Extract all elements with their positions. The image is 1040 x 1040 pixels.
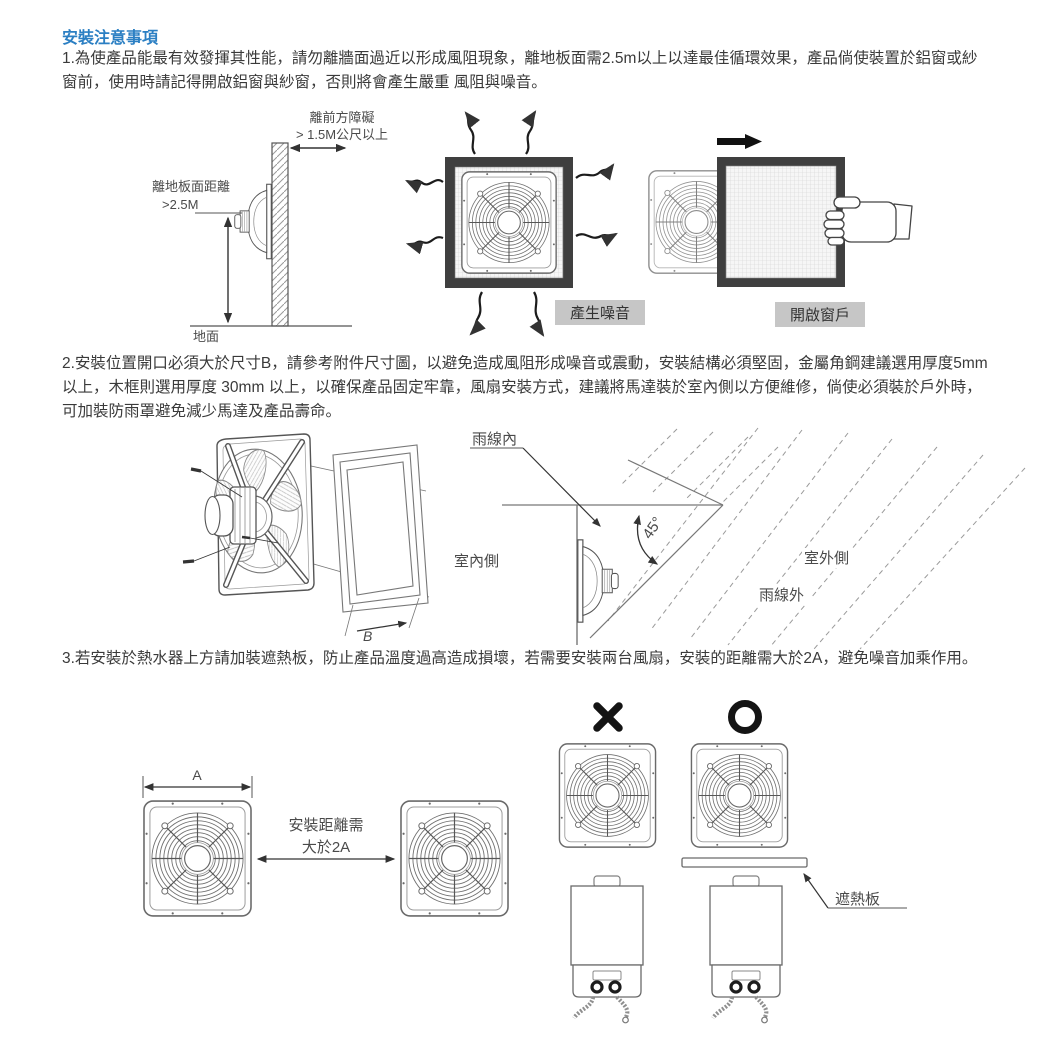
correct-mark-icon [728,700,762,734]
fan-side-icon [234,183,272,260]
row1-clearance-diagram: 離前方障礙 > 1.5M公尺以上 離地板面距離 >2.5M 地面 [152,110,913,344]
floor-distance-label-2: >2.5M [162,197,199,212]
angle-arc [633,514,659,565]
water-heater-icon [710,876,782,1023]
front-obstacle-label-2: > 1.5M公尺以上 [296,127,388,142]
air-turbulence-arrows [405,110,618,337]
noise-caption-bg [555,300,645,325]
fan-front-icon [558,743,657,848]
indoor-side-label: 室內側 [454,553,499,570]
floor-distance-label-1: 離地板面距離 [152,179,230,194]
rain-dashes [607,427,1026,650]
closed-window-fan: 產生噪音 [405,110,645,337]
hand-icon [823,196,913,246]
wrong-mark-icon [593,702,623,732]
fan-front-icon [400,800,509,917]
spacing-label-1: 安裝距離需 [288,816,363,834]
fan-front-icon [461,171,557,274]
paragraph-2: 2.安裝位置開口必須大於尺寸B，請參考附件尺寸圖，以避免造成風阻形成噪音或震動，… [62,355,988,420]
exploded-fan-and-frame: B [182,433,430,644]
paragraph-1: 1.為使產品能最有效發揮其性能，請勿離牆面過近以形成風阻現象，離地板面需2.5m… [62,50,978,91]
open-window-fan: 開啟窗戶 [648,134,913,327]
angle-label: 45° [639,514,666,542]
row3-spacing-diagram: A 安裝距離需 大於2A [142,767,509,917]
wall-hatched [271,142,289,327]
fan-front-icon [143,800,252,917]
screw-leaders [182,467,279,564]
heat-shield-leader-arrow [803,873,829,909]
wall-opening-frame [332,444,429,613]
water-heater-icon [571,876,643,1023]
front-obstacle-label-1: 離前方障礙 [309,110,374,125]
spacing-label-2: 大於2A [302,839,350,856]
fan-side-icon [577,539,619,623]
heat-shield-label: 遮熱板 [835,890,880,908]
outdoor-side-label: 室外側 [804,550,849,567]
slide-right-arrow [717,134,762,149]
open-window-caption: 開啟窗戶 [790,306,850,324]
rain-line-outside-label: 雨線外 [759,587,804,604]
wall-side-view: 離前方障礙 > 1.5M公尺以上 離地板面距離 >2.5M 地面 [152,110,388,344]
noise-caption: 產生噪音 [570,305,630,322]
fan-front-icon [690,743,789,848]
page-title: 安裝注意事項 [62,30,159,47]
fan-plate [182,433,315,596]
paragraph-3: 3.若安裝於熱水器上方請加裝遮熱板，防止產品溫度過高造成損壞，若需要安裝兩台風扇… [62,650,978,667]
motor [204,486,257,545]
heat-shield-plate [681,857,808,868]
dim-a-label: A [192,767,202,783]
row2-mounting-diagram: B 雨線內 [182,427,1026,650]
dim-b-label: B [363,628,372,644]
rain-line-inside-label: 雨線內 [472,431,517,448]
dim-b-arrow [356,620,408,632]
open-window-caption-bg [775,302,865,327]
ground-label: 地面 [193,329,219,344]
rain-line-diagram: 雨線內 45° 室內側 室外側 雨線外 [452,427,1026,650]
row3-heater-diagram: 遮熱板 [558,700,907,1040]
